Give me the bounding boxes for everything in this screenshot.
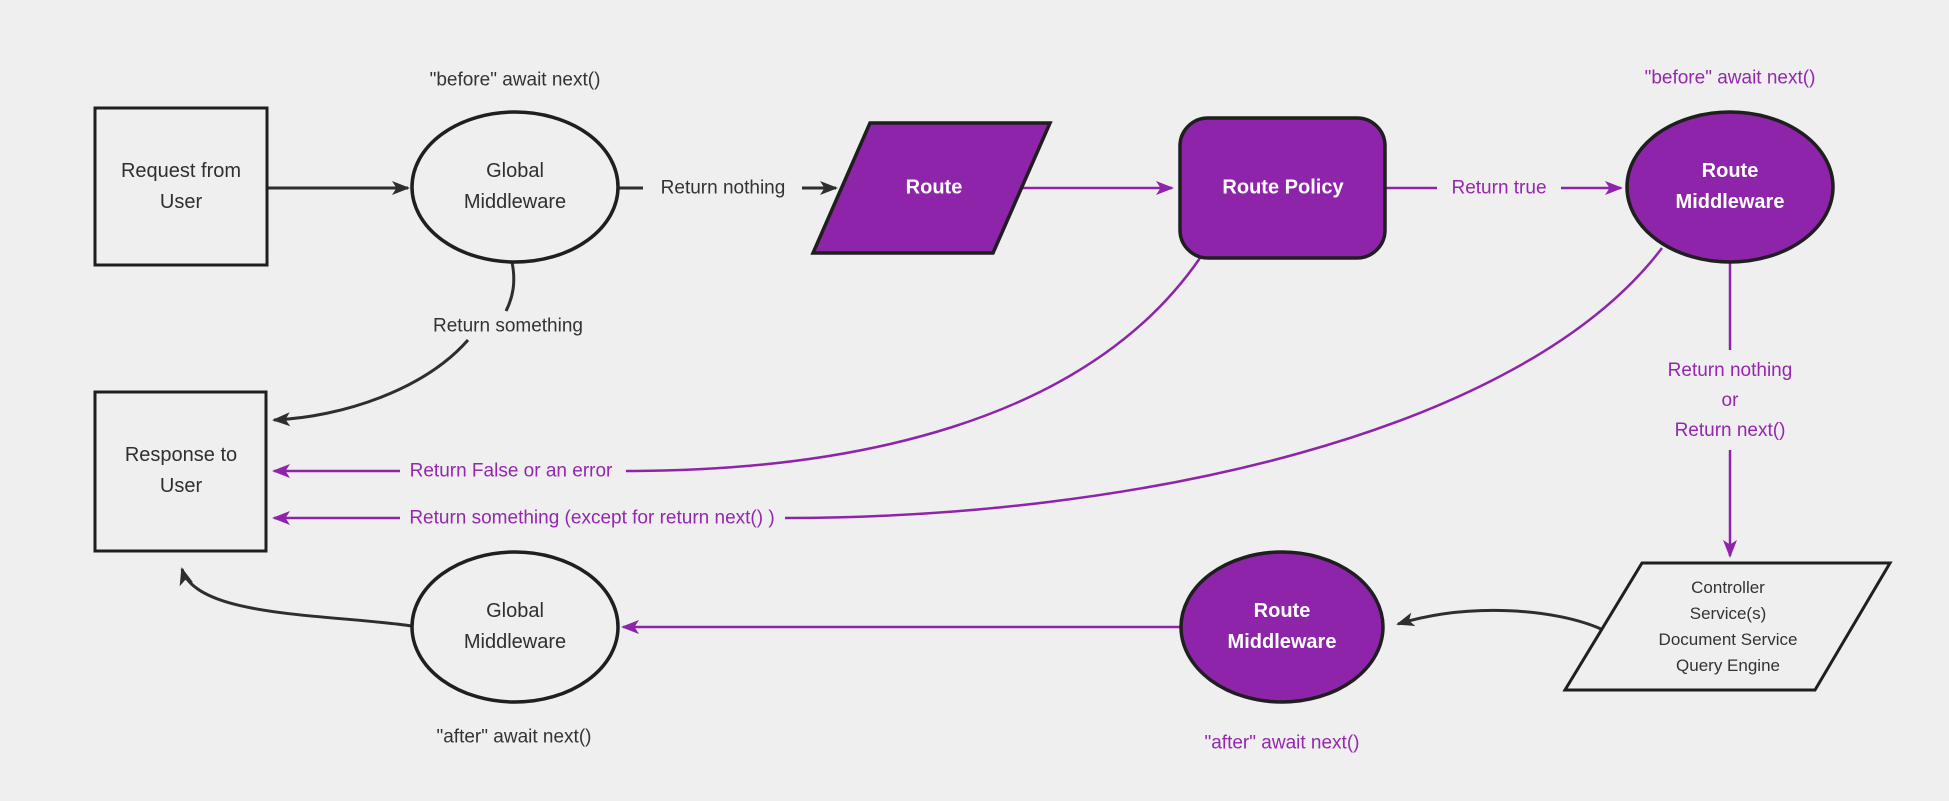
edge-route-middleware-return-something-curve	[784, 247, 1663, 520]
edge-controller-to-route-middleware-bottom	[1396, 608, 1602, 631]
controller-node-shape	[1562, 561, 1893, 692]
response-node-shape	[93, 390, 268, 553]
route-middleware-top-node-shape	[1625, 110, 1835, 264]
edge-return-something-upper	[504, 261, 516, 312]
edge-route-policy-return-false-curve	[625, 257, 1202, 473]
request-node-shape	[93, 106, 269, 267]
global-middleware-bottom-node-shape	[410, 550, 620, 704]
route-node-shape	[810, 121, 1053, 255]
edge-global-middleware-bottom-to-response	[179, 567, 413, 628]
route-policy-node-shape	[1178, 116, 1387, 260]
route-middleware-bottom-node-shape	[1179, 550, 1385, 704]
global-middleware-top-node-shape	[410, 110, 620, 264]
edge-return-something-to-response	[272, 339, 470, 427]
